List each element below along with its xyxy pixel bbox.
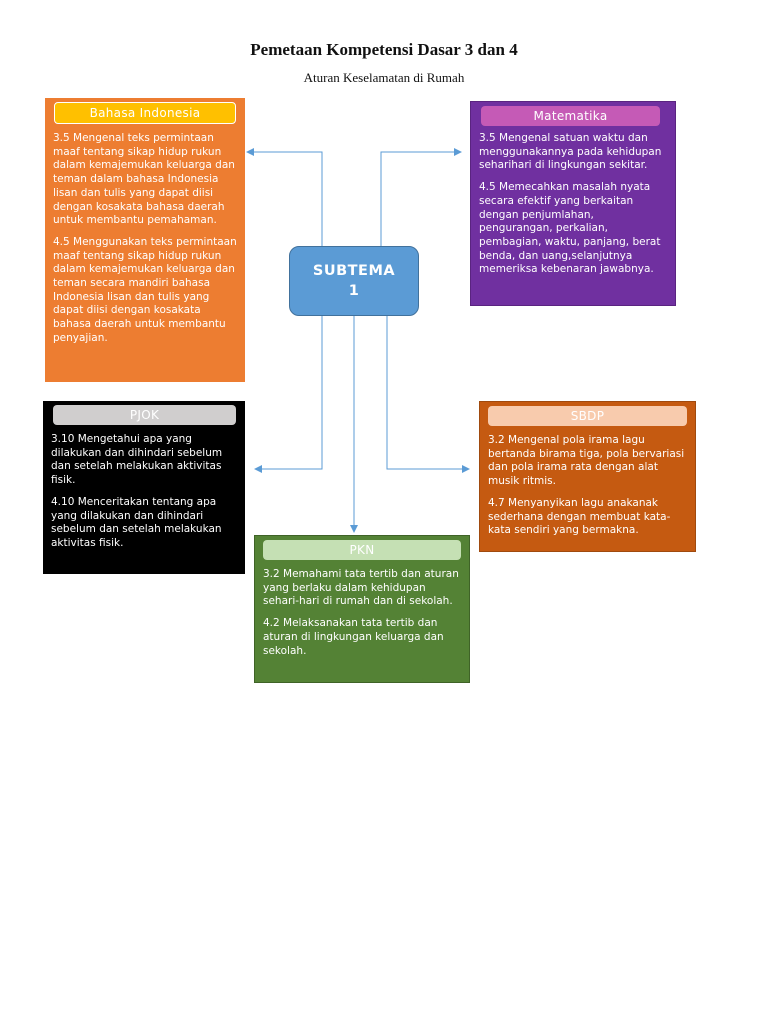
subtema-node: SUBTEMA 1 [289,246,419,316]
matematika-kd3: 3.5 Mengenal satuan waktu dan menggunaka… [479,132,662,172]
pkn-box: PKN 3.2 Memahami tata tertib dan aturan … [254,535,470,683]
bahasa-indonesia-box: Bahasa Indonesia 3.5 Mengenal teks permi… [45,98,245,382]
pjok-kd3: 3.10 Mengetahui apa yang dilakukan dan d… [51,433,223,487]
matematika-label: Matematika [481,106,660,126]
connector-bahasa [246,148,323,246]
sbdp-box: SBDP 3.2 Mengenal pola irama lagu bertan… [479,401,696,552]
connector-matematika [380,148,462,246]
pkn-kd4: 4.2 Melaksanakan tata tertib dan aturan … [263,617,444,657]
sbdp-kd3: 3.2 Mengenal pola irama lagu bertanda bi… [488,434,685,488]
connector-sbdp [386,316,470,473]
matematika-box: Matematika 3.5 Mengenal satuan waktu dan… [470,101,676,306]
pjok-kd4: 4.10 Menceritakan tentang apa yang dilak… [51,495,222,549]
pkn-label: PKN [263,540,461,560]
pkn-kd3: 3.2 Memahami tata tertib dan aturan yang… [263,568,459,608]
connector-pjok [254,316,323,473]
subtema-number: 1 [348,283,360,299]
sbdp-kd4: 4.7 Menyanyikan lagu anakanak sederhana … [488,496,671,537]
page-title: Pemetaan Kompetensi Dasar 3 dan 4 [250,40,518,59]
pjok-label: PJOK [53,405,236,425]
matematika-kd4: 4.5 Memecahkan masalah nyata secara efek… [479,181,661,276]
pjok-box: PJOK 3.10 Mengetahui apa yang dilakukan … [43,401,245,574]
bahasa-kd4: 4.5 Menggunakan teks permintaan maaf ten… [53,235,237,344]
subtema-title: SUBTEMA [312,263,396,279]
bahasa-indonesia-label: Bahasa Indonesia [54,102,236,124]
page-subtitle: Aturan Keselamatan di Rumah [303,70,465,85]
sbdp-label: SBDP [488,406,687,426]
bahasa-kd3: 3.5 Mengenal teks permintaan maaf tentan… [53,132,235,227]
